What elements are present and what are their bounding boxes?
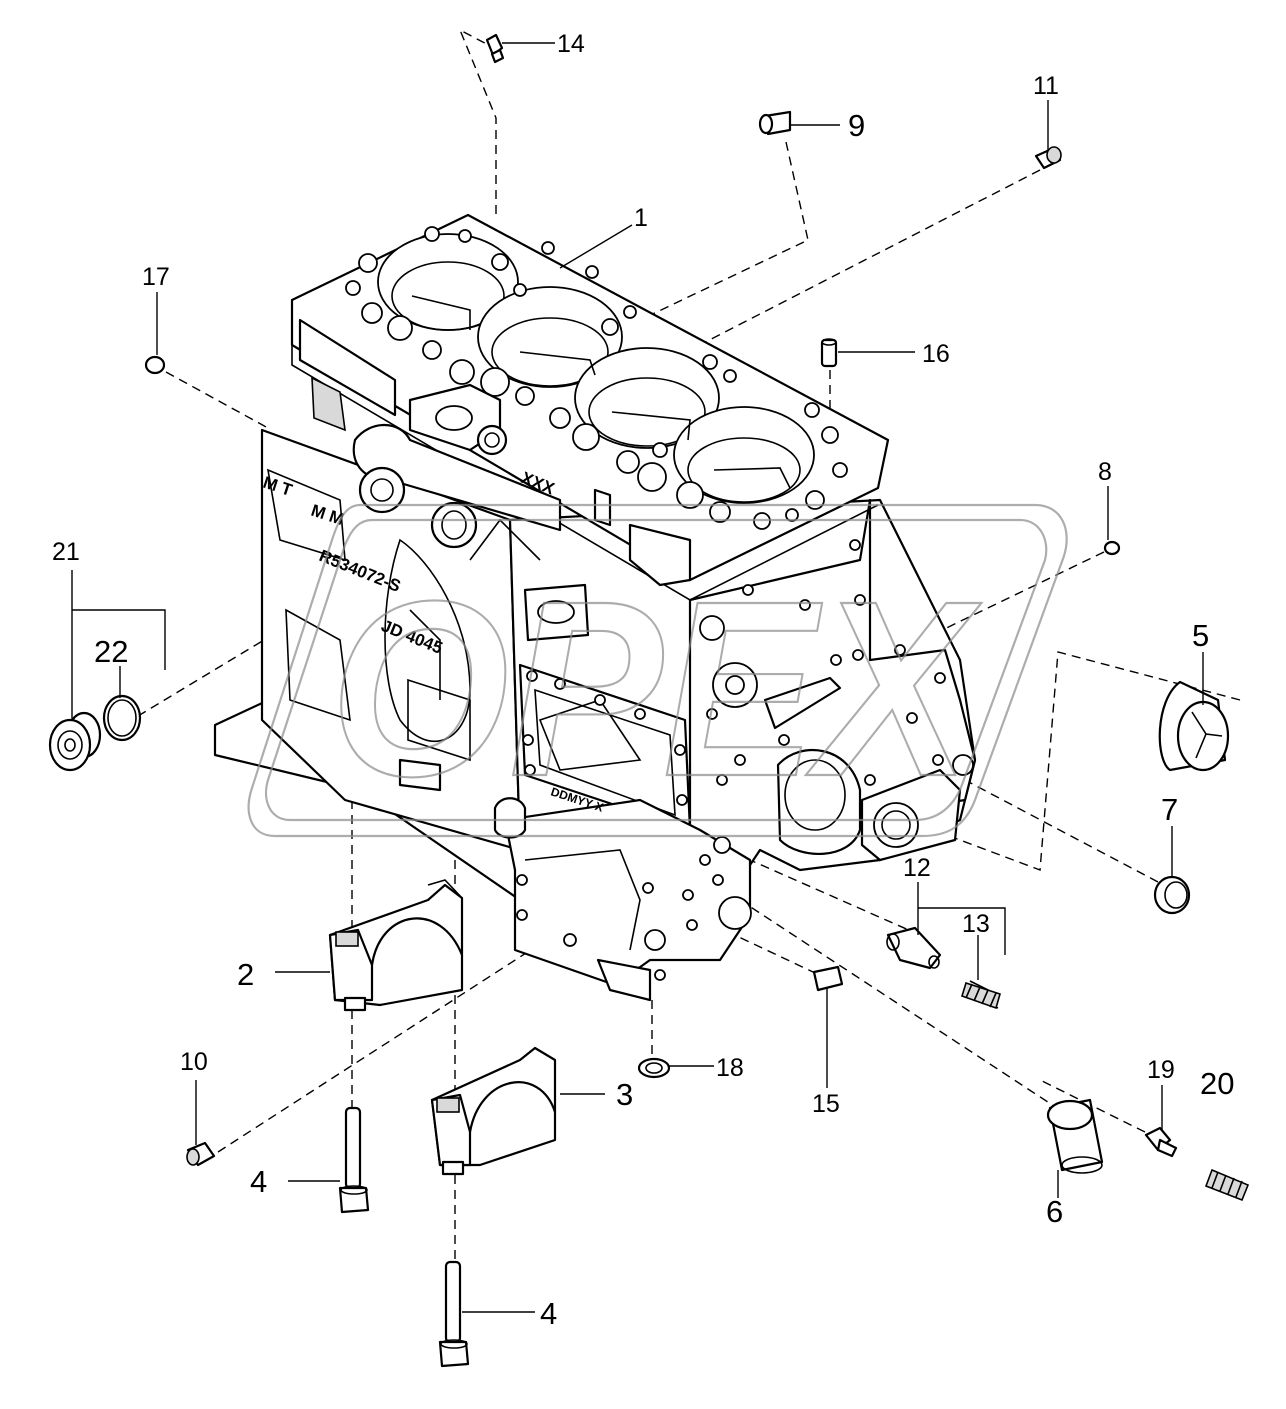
callout-2: 2 bbox=[237, 957, 254, 992]
part-4-bolt-b bbox=[438, 1260, 470, 1368]
leader-lines bbox=[71, 42, 1204, 1313]
part-11-fitting bbox=[1034, 146, 1062, 170]
part-15-pin bbox=[812, 965, 844, 992]
callout-20: 20 bbox=[1200, 1066, 1234, 1101]
callout-12: 12 bbox=[903, 854, 931, 882]
callout-14: 14 bbox=[557, 30, 585, 58]
part-6-bushing bbox=[1046, 1098, 1104, 1174]
part-10-plug bbox=[186, 1141, 216, 1167]
part-14-screw bbox=[485, 33, 505, 64]
callout-3: 3 bbox=[616, 1077, 633, 1112]
part-20-spring bbox=[1204, 1168, 1250, 1202]
callout-7: 7 bbox=[1161, 792, 1178, 827]
callout-5: 5 bbox=[1192, 618, 1209, 653]
deck-holes bbox=[345, 226, 848, 530]
callout-numbers: 14 9 11 1 16 17 8 21 22 5 7 12 13 2 3 18… bbox=[52, 30, 1234, 1331]
callout-10: 10 bbox=[180, 1048, 208, 1076]
callout-16: 16 bbox=[922, 340, 950, 368]
part-19-nozzle bbox=[1144, 1126, 1178, 1158]
part-17-plug bbox=[144, 355, 166, 375]
watermark-text: OPEX bbox=[330, 549, 982, 828]
callout-22: 22 bbox=[94, 634, 128, 669]
callout-13: 13 bbox=[962, 910, 990, 938]
callout-11: 11 bbox=[1033, 72, 1059, 100]
part-12-relief-valve bbox=[886, 926, 942, 970]
part-2-bearing-cap bbox=[328, 879, 464, 1012]
callout-9: 9 bbox=[848, 108, 865, 143]
callout-21: 21 bbox=[52, 538, 80, 566]
callout-18: 18 bbox=[716, 1054, 744, 1082]
callout-4b: 4 bbox=[540, 1296, 557, 1331]
part-4-bolt-a bbox=[338, 1106, 370, 1214]
opex-watermark: OPEX bbox=[247, 503, 1068, 838]
part-18-washer bbox=[637, 1057, 671, 1079]
part-8-dowel bbox=[1103, 540, 1121, 556]
callout-19: 19 bbox=[1147, 1056, 1175, 1084]
callout-17: 17 bbox=[142, 263, 170, 291]
part-9-plug bbox=[758, 110, 792, 136]
part-3-bearing-cap bbox=[430, 1046, 557, 1176]
part-13-spring bbox=[961, 980, 1001, 1010]
part-7-ring bbox=[1153, 875, 1191, 915]
callout-1: 1 bbox=[634, 204, 648, 232]
part-21-cup-plug bbox=[48, 711, 102, 772]
callout-6: 6 bbox=[1046, 1194, 1063, 1229]
part-16-dowel bbox=[820, 338, 838, 368]
callout-8: 8 bbox=[1098, 458, 1112, 486]
callout-4a: 4 bbox=[250, 1164, 267, 1199]
callout-15: 15 bbox=[812, 1090, 840, 1118]
part-22-o-ring bbox=[102, 694, 142, 742]
part-5-bushing bbox=[1158, 680, 1230, 772]
